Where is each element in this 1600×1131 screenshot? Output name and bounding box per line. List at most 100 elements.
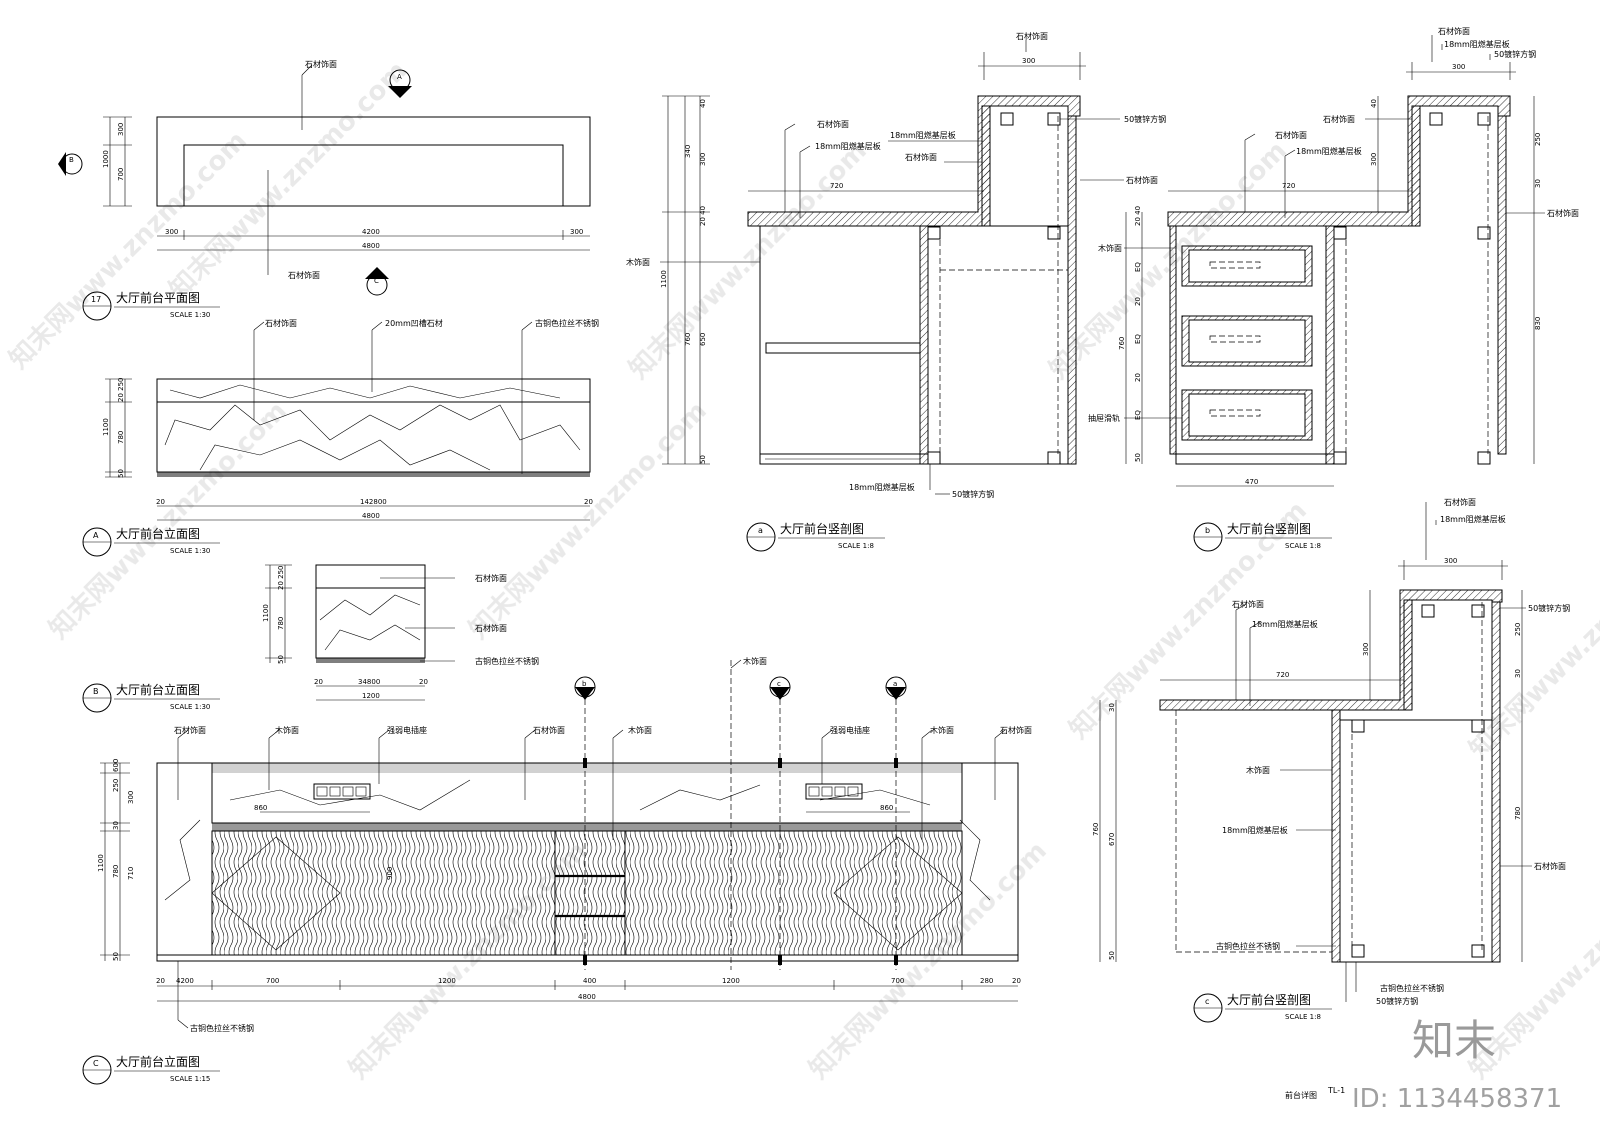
svg-text:250: 250 <box>1534 133 1542 146</box>
svg-text:b: b <box>582 680 587 688</box>
svg-text:300: 300 <box>1452 63 1465 71</box>
svg-text:SCALE 1:8: SCALE 1:8 <box>1285 1013 1321 1021</box>
svg-text:720: 720 <box>830 182 843 190</box>
elevC-label-3: 强弱电插座 <box>387 725 427 735</box>
svg-text:20 40: 20 40 <box>699 206 707 226</box>
sheet-title: 前台详图 <box>1285 1090 1317 1100</box>
secC-title: 大厅前台竖剖图 <box>1227 992 1311 1007</box>
secC-right-label-2: 石材饰面 <box>1534 861 1566 871</box>
svg-text:SCALE 1:30: SCALE 1:30 <box>170 311 210 319</box>
elevC-bottom-label: 古铜色拉丝不锈钢 <box>190 1023 254 1033</box>
elevA-label-groove: 20mm凹槽石材 <box>385 318 443 328</box>
secC-title-block: c 大厅前台竖剖图 SCALE 1:8 <box>1193 992 1332 1023</box>
svg-text:20: 20 <box>419 678 428 686</box>
svg-text:30: 30 <box>112 821 120 830</box>
svg-text:710: 710 <box>127 867 135 880</box>
svg-text:1100: 1100 <box>660 270 668 288</box>
secA-label-1: 石材饰面 <box>817 119 849 129</box>
svg-text:30: 30 <box>1108 703 1116 712</box>
secC-right-label-1: 50镀锌方钢 <box>1528 603 1570 613</box>
secC-top-label-1: 石材饰面 <box>1444 497 1476 507</box>
svg-text:a: a <box>893 680 897 688</box>
svg-text:300: 300 <box>1370 153 1378 166</box>
svg-text:250: 250 <box>112 779 120 792</box>
svg-text:670: 670 <box>1108 833 1116 846</box>
secB-label-1: 石材饰面 <box>1323 114 1355 124</box>
elevation-C: 860 860 900 b c a 石材饰面 <box>82 656 1032 1085</box>
svg-text:50: 50 <box>1134 453 1142 462</box>
elevA-label-stone: 石材饰面 <box>265 318 297 328</box>
svg-text:1100: 1100 <box>97 854 105 872</box>
svg-text:SCALE 1:8: SCALE 1:8 <box>838 542 874 550</box>
svg-text:EQ: EQ <box>1134 262 1142 272</box>
elevC-label-1: 石材饰面 <box>174 725 206 735</box>
svg-text:SCALE 1:8: SCALE 1:8 <box>1285 542 1321 550</box>
svg-text:4800: 4800 <box>362 512 380 520</box>
svg-text:50: 50 <box>117 469 125 478</box>
svg-text:760: 760 <box>1092 823 1100 836</box>
svg-text:A: A <box>397 73 402 81</box>
secA-title-block: a 大厅前台竖剖图 SCALE 1:8 <box>746 521 885 552</box>
socket-right <box>805 783 863 800</box>
svg-text:B: B <box>69 156 74 164</box>
secC-label-2: 18mm阻燃基层板 <box>1252 619 1318 629</box>
elevA-label-steel: 古铜色拉丝不锈钢 <box>535 318 599 328</box>
svg-text:700: 700 <box>117 168 125 181</box>
secB-label-wood: 木饰面 <box>1098 243 1122 253</box>
secB-top-label-1: 石材饰面 <box>1438 26 1470 36</box>
svg-text:C: C <box>93 1059 99 1068</box>
svg-text:20 250: 20 250 <box>117 378 125 403</box>
svg-text:760: 760 <box>684 333 692 346</box>
svg-text:c: c <box>1205 997 1209 1006</box>
svg-text:142800: 142800 <box>360 498 387 506</box>
elevC-label-4: 石材饰面 <box>533 725 565 735</box>
svg-text:b: b <box>1205 526 1210 535</box>
svg-text:20: 20 <box>156 977 165 985</box>
plan-title: 大厅前台平面图 <box>116 290 200 305</box>
secC-label-4: 18mm阻燃基层板 <box>1222 825 1288 835</box>
secC-top-label-2: 18mm阻燃基层板 <box>1440 514 1506 524</box>
svg-text:知末网www.znzmo.com: 知末网www.znzmo.com <box>624 136 873 385</box>
svg-text:860: 860 <box>254 804 267 812</box>
svg-text:650: 650 <box>699 333 707 346</box>
svg-text:50: 50 <box>277 655 285 664</box>
svg-text:1100: 1100 <box>262 604 270 622</box>
svg-text:250: 250 <box>1514 623 1522 636</box>
secB-right-label: 石材饰面 <box>1547 208 1579 218</box>
elevC-label-5: 木饰面 <box>628 725 652 735</box>
secA-right-label-2: 石材饰面 <box>1126 175 1158 185</box>
svg-text:300: 300 <box>127 791 135 804</box>
callout-section-b: b <box>574 676 596 700</box>
image-id: ID: 1134458371 <box>1352 1084 1562 1114</box>
secB-title-block: b 大厅前台竖剖图 SCALE 1:8 <box>1193 521 1332 552</box>
svg-text:1200: 1200 <box>438 977 456 985</box>
svg-text:A: A <box>93 531 99 540</box>
secA-title: 大厅前台竖剖图 <box>780 521 864 536</box>
callout-A: A <box>388 69 412 98</box>
svg-text:50: 50 <box>112 952 120 961</box>
svg-text:300: 300 <box>1444 557 1457 565</box>
svg-text:340: 340 <box>684 145 692 158</box>
svg-text:720: 720 <box>1282 182 1295 190</box>
svg-text:860: 860 <box>880 804 893 812</box>
svg-text:30: 30 <box>1534 179 1542 188</box>
elevA-title: 大厅前台立面图 <box>116 526 200 541</box>
svg-text:30: 30 <box>1514 669 1522 678</box>
svg-text:300: 300 <box>165 228 178 236</box>
secA-bottom-label-1: 18mm阻燃基层板 <box>849 482 915 492</box>
secA-label-2: 18mm阻燃基层板 <box>815 141 881 151</box>
plan-label-bottom: 石材饰面 <box>288 270 320 280</box>
svg-text:34800: 34800 <box>358 678 380 686</box>
svg-text:SCALE 1:30: SCALE 1:30 <box>170 703 210 711</box>
svg-text:300: 300 <box>1362 643 1370 656</box>
svg-text:20: 20 <box>1134 373 1142 382</box>
svg-text:780: 780 <box>117 431 125 444</box>
callout-B: B <box>58 152 83 176</box>
secB-top-label-2: 18mm阻燃基层板 <box>1444 39 1510 49</box>
secC-bottom-label-1: 古铜色拉丝不锈钢 <box>1380 983 1444 993</box>
svg-text:470: 470 <box>1245 478 1258 486</box>
svg-text:C: C <box>374 277 379 285</box>
elevation-A: 石材饰面 20mm凹槽石材 古铜色拉丝不锈钢 20 250 780 1100 5… <box>82 318 599 557</box>
secC-label-5: 古铜色拉丝不锈钢 <box>1216 941 1280 951</box>
